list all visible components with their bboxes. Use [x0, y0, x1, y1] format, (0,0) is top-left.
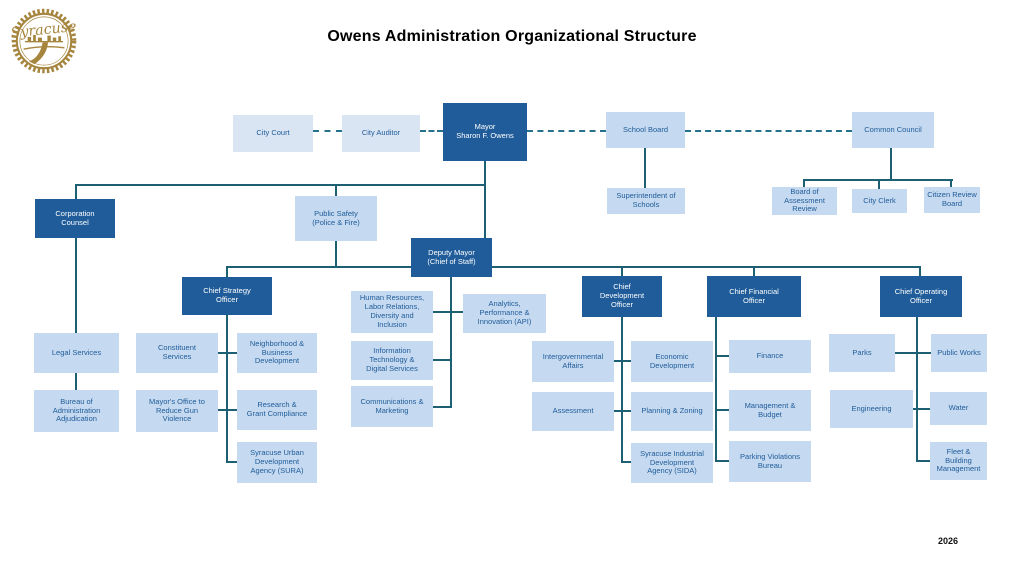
- org-node-legal-services: Legal Services: [34, 333, 119, 373]
- org-node-corporation-counsel: Corporation Counsel: [35, 199, 115, 238]
- org-node-citizen-review-board: Citizen Review Board: [924, 187, 980, 213]
- connector-line: [890, 148, 892, 181]
- connector-line: [335, 241, 337, 267]
- org-node-city-clerk: City Clerk: [852, 189, 907, 213]
- org-node-fleet-building-management: Fleet & Building Management: [930, 442, 987, 480]
- org-node-human-resources-labor-relations: Human Resources, Labor Relations, Divers…: [351, 291, 433, 333]
- org-node-syracuse-urban-development-agency: Syracuse Urban Development Agency (SURA): [237, 442, 317, 483]
- org-node-public-works: Public Works: [931, 334, 987, 372]
- org-node-chief-development-officer: Chief Development Officer: [582, 276, 662, 317]
- connector-line: [621, 317, 623, 463]
- connector-dashed-line: [527, 130, 606, 132]
- connector-dashed-line: [420, 130, 443, 132]
- connector-line: [433, 406, 451, 408]
- org-node-planning-zoning: Planning & Zoning: [631, 392, 713, 431]
- page-title: Owens Administration Organizational Stru…: [327, 28, 697, 45]
- org-node-superintendent-of-schools: Superintendent of Schools: [607, 188, 685, 214]
- connector-dashed-line: [685, 130, 852, 132]
- org-node-analytics-performance-innovation: Analytics, Performance & Innovation (API…: [463, 294, 546, 333]
- org-node-water: Water: [930, 392, 987, 425]
- connector-line: [226, 266, 412, 268]
- connector-line: [218, 409, 237, 411]
- connector-line: [226, 266, 228, 277]
- connector-line: [75, 184, 77, 199]
- org-node-engineering: Engineering: [830, 390, 913, 428]
- org-node-bureau-of-administration-adjudication: Bureau of Administration Adjudication: [34, 390, 119, 432]
- connector-line: [621, 266, 623, 276]
- connector-line: [913, 408, 930, 410]
- org-node-economic-development: Economic Development: [631, 341, 713, 382]
- org-node-board-of-assessment-review: Board of Assessment Review: [772, 187, 837, 215]
- org-node-chief-operating-officer: Chief Operating Officer: [880, 276, 962, 317]
- connector-line: [218, 352, 237, 354]
- org-node-chief-financial-officer: Chief Financial Officer: [707, 276, 801, 317]
- org-node-common-council: Common Council: [852, 112, 934, 148]
- connector-line: [916, 317, 918, 462]
- org-node-information-technology-digital-services: Information Technology & Digital Service…: [351, 341, 433, 380]
- syracuse-seal-logo: Syracuse: [10, 8, 77, 74]
- connector-dashed-line: [313, 130, 342, 132]
- org-node-finance: Finance: [729, 340, 811, 373]
- org-node-constituent-services: Constituent Services: [136, 333, 218, 373]
- org-node-deputy-mayor: Deputy Mayor (Chief of Staff): [411, 238, 492, 277]
- connector-line: [75, 373, 77, 390]
- connector-line: [614, 360, 631, 362]
- org-node-parking-violations-bureau: Parking Violations Bureau: [729, 441, 811, 482]
- org-node-parks: Parks: [829, 334, 895, 372]
- connector-line: [433, 359, 451, 361]
- org-node-syracuse-industrial-development-agency: Syracuse Industrial Development Agency (…: [631, 443, 713, 483]
- connector-line: [715, 355, 729, 357]
- footer-year: 2026: [938, 536, 959, 546]
- org-node-management-budget: Management & Budget: [729, 390, 811, 431]
- org-node-city-court: City Court: [233, 115, 313, 152]
- org-node-intergovernmental-affairs: Intergovernmental Affairs: [532, 341, 614, 382]
- connector-line: [888, 352, 931, 354]
- connector-line: [226, 461, 237, 463]
- connector-line: [715, 317, 717, 462]
- connector-line: [950, 179, 952, 189]
- connector-line: [715, 409, 729, 411]
- connector-line: [484, 161, 486, 238]
- connector-line: [919, 266, 921, 276]
- org-node-assessment: Assessment: [532, 392, 614, 431]
- org-node-mayor: Mayor Sharon F. Owens: [443, 103, 527, 161]
- connector-line: [491, 266, 921, 268]
- connector-line: [433, 311, 463, 313]
- org-node-school-board: School Board: [606, 112, 685, 148]
- org-node-chief-strategy-officer: Chief Strategy Officer: [182, 277, 272, 315]
- connector-line: [75, 184, 486, 186]
- connector-line: [450, 277, 452, 408]
- org-node-research-grant-compliance: Research & Grant Compliance: [237, 390, 317, 430]
- connector-line: [916, 460, 930, 462]
- org-node-mayors-office-to-reduce-gun-violence: Mayor's Office to Reduce Gun Violence: [136, 390, 218, 432]
- connector-line: [803, 179, 805, 189]
- connector-line: [715, 460, 729, 462]
- connector-line: [226, 315, 228, 463]
- connector-line: [878, 179, 880, 190]
- org-node-city-auditor: City Auditor: [342, 115, 420, 152]
- connector-line: [621, 461, 631, 463]
- connector-line: [75, 238, 77, 333]
- connector-line: [644, 148, 646, 189]
- seal-text: Syracuse: [10, 19, 77, 42]
- connector-line: [335, 184, 337, 197]
- connector-line: [614, 410, 631, 412]
- connector-line: [753, 266, 755, 276]
- org-node-public-safety: Public Safety (Police & Fire): [295, 196, 377, 241]
- org-node-communications-marketing: Communications & Marketing: [351, 386, 433, 427]
- org-node-neighborhood-business-development: Neighborhood & Business Development: [237, 333, 317, 373]
